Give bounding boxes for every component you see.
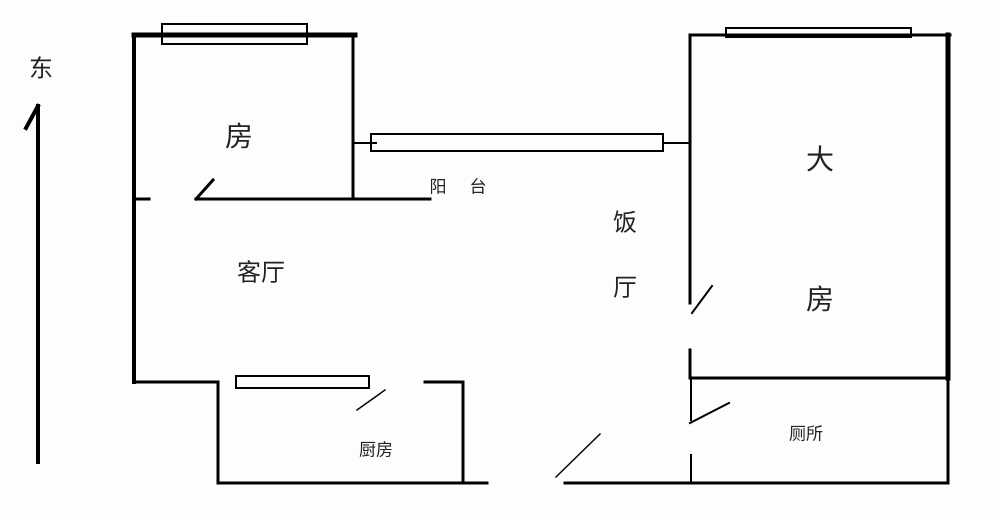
door-toilet <box>688 401 731 425</box>
window-small-bedroom <box>161 23 308 45</box>
label-large-bedroom-1: 大 <box>805 143 835 176</box>
entrance-door <box>554 432 602 479</box>
window-large-bedroom <box>725 27 912 38</box>
kitchen-walls <box>132 380 489 485</box>
label-dining-1: 饭 <box>613 208 637 237</box>
label-large-bedroom-2: 房 <box>805 283 835 316</box>
label-small-bedroom: 房 <box>224 120 254 153</box>
door-small-bedroom <box>193 177 216 202</box>
label-living-room: 客厅 <box>237 258 285 287</box>
window-kitchen <box>235 375 370 389</box>
label-balcony-2: 台 <box>469 177 487 198</box>
door-large-bedroom <box>690 284 714 315</box>
small-bedroom-walls <box>131 32 432 384</box>
label-balcony-1: 阳 <box>429 177 447 198</box>
label-toilet: 厕所 <box>789 424 823 445</box>
door-kitchen <box>355 388 387 412</box>
north-arrow-icon <box>23 103 41 464</box>
label-dining-2: 厅 <box>613 273 637 302</box>
large-bedroom-walls <box>563 32 952 485</box>
compass-label: 东 <box>29 54 53 83</box>
label-kitchen: 厨房 <box>359 440 393 461</box>
balcony-window <box>352 133 691 152</box>
